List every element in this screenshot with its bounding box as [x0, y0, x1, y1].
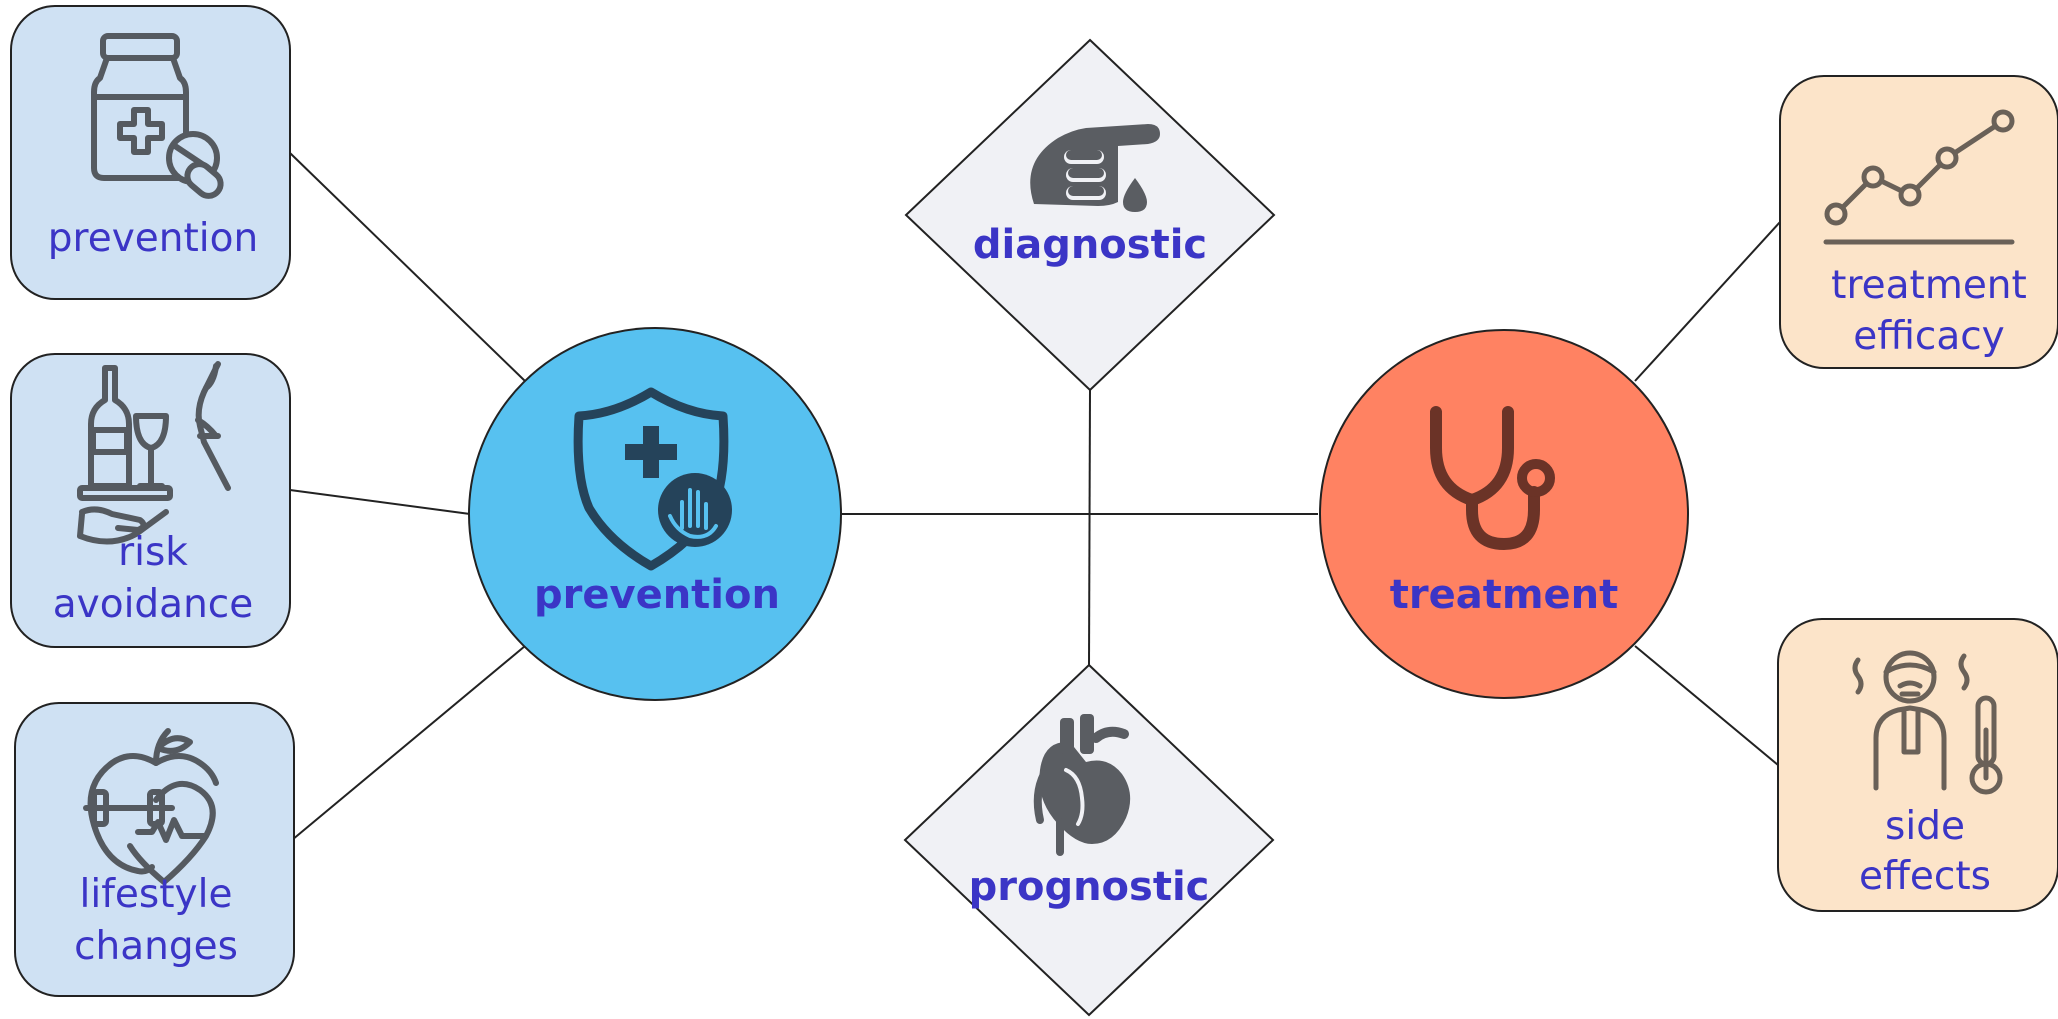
- hub-prevention-circle: [468, 327, 842, 701]
- leaf-side-effects-node: side effects: [1777, 618, 2058, 912]
- edge-prevention-leaf3: [291, 645, 526, 841]
- hub-treatment-node: treatment: [1319, 329, 1689, 699]
- leaf-efficacy-label-line1: treatment: [1831, 263, 2027, 308]
- edge-diagnostic-prognostic: [1088, 389, 1091, 666]
- leaf-side-effects-label-line2: effects: [1859, 854, 1991, 899]
- hub-prevention-node: prevention: [468, 327, 842, 701]
- leaf-side-effects-label-line1: side: [1885, 804, 1965, 849]
- leaf-lifestyle-label-line2: changes: [74, 924, 238, 969]
- edge-prevention-leaf2: [289, 489, 471, 515]
- hub-treatment-label: treatment: [1390, 572, 1619, 618]
- leaf-prevention-node: prevention: [10, 5, 291, 300]
- line-chart-icon: [1823, 109, 2015, 245]
- prognostic-node: prognostic: [903, 663, 1275, 1017]
- leaf-efficacy-node: treatment efficacy: [1779, 75, 2058, 369]
- blood-drop-finger-icon: [1030, 124, 1160, 212]
- shield-hand-icon: [573, 387, 732, 571]
- leaf-side-effects-box: [1777, 618, 2058, 912]
- prognostic-label: prognostic: [969, 864, 1210, 910]
- leaf-lifestyle-label-line1: lifestyle: [80, 872, 233, 917]
- leaf-lifestyle-node: lifestyle changes: [14, 702, 295, 997]
- alcohol-refuse-icon: [77, 361, 231, 545]
- diagnostic-label: diagnostic: [973, 222, 1207, 268]
- leaf-risk-label-line1: risk: [118, 530, 188, 575]
- leaf-efficacy-label-line2: efficacy: [1853, 314, 2005, 359]
- diagnostic-diamond: [904, 38, 1276, 392]
- leaf-risk-node: risk avoidance: [10, 353, 291, 648]
- stethoscope-icon: [1430, 406, 1555, 551]
- apple-dumbbell-heart-icon: [83, 728, 219, 885]
- leaf-prevention-label: prevention: [48, 216, 258, 261]
- diagnostic-node: diagnostic: [904, 38, 1276, 392]
- edge-treatment-efficacy: [1634, 221, 1781, 382]
- edges: [289, 152, 1781, 841]
- edge-prevention-leaf1: [289, 152, 526, 382]
- medicine-jar-icon: [91, 33, 224, 199]
- sick-person-thermometer-icon: [1852, 650, 2003, 795]
- edge-treatment-sideeffects: [1634, 645, 1779, 766]
- leaf-risk-label-line2: avoidance: [53, 582, 253, 627]
- heart-anatomy-icon: [1033, 714, 1131, 856]
- leaf-lifestyle-box: [14, 702, 295, 997]
- hub-treatment-circle: [1319, 329, 1689, 699]
- hub-prevention-label: prevention: [534, 572, 780, 618]
- leaf-efficacy-box: [1779, 75, 2058, 369]
